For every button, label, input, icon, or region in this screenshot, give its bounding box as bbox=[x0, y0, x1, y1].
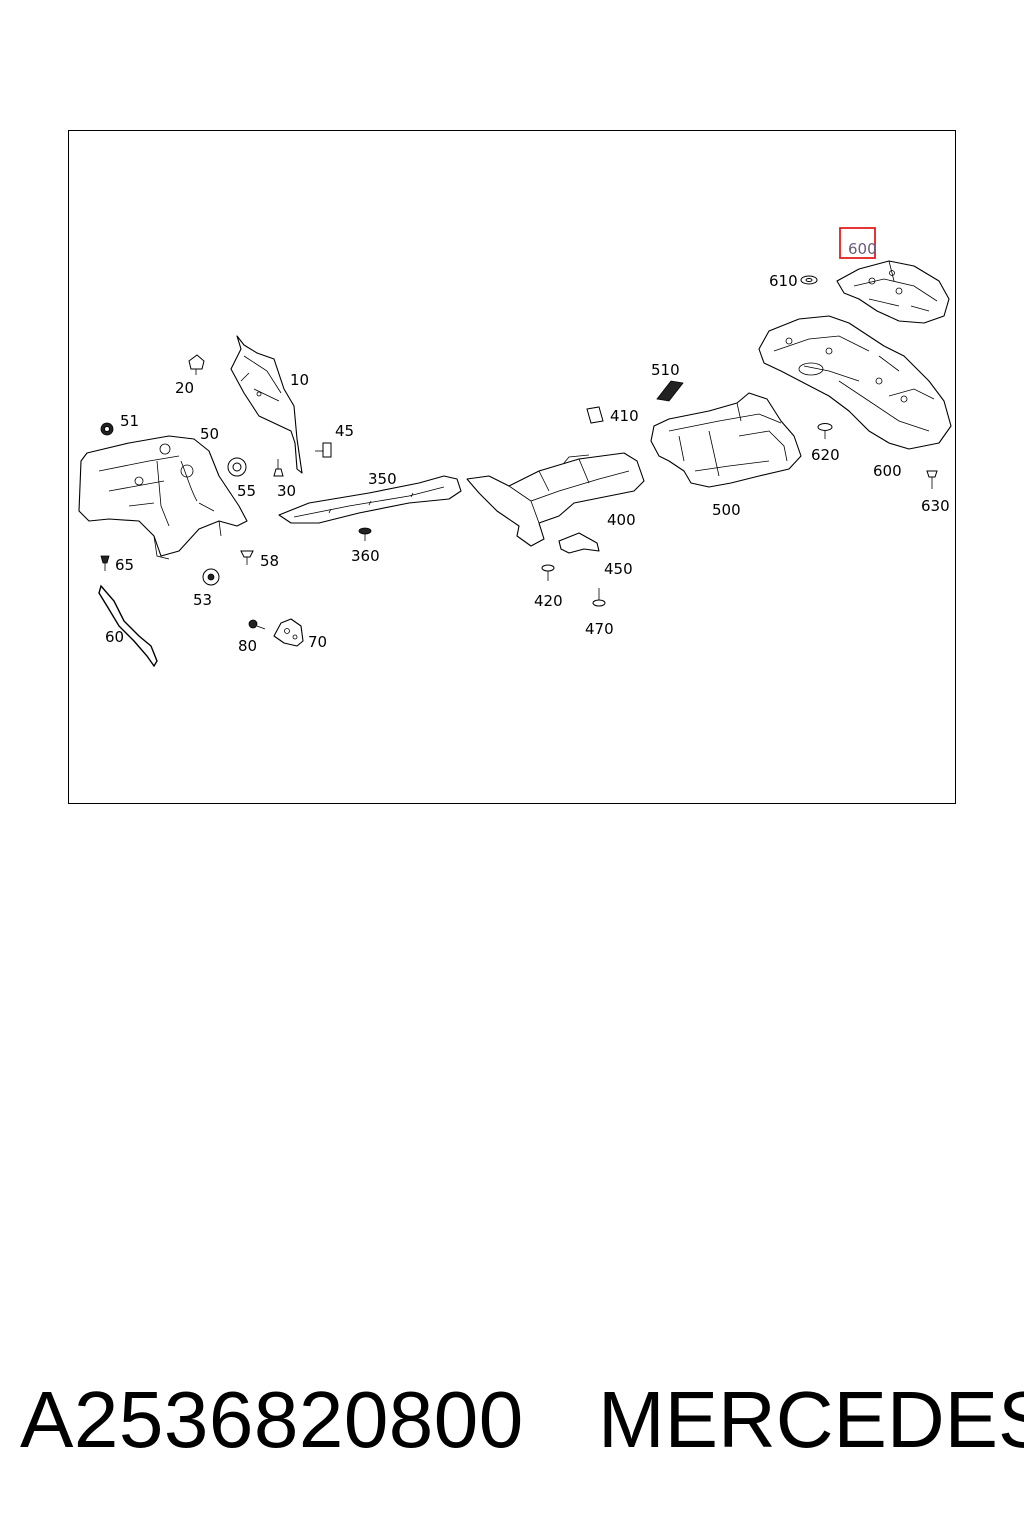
part-30-stud[interactable] bbox=[273, 459, 284, 477]
part-510-bracket[interactable] bbox=[656, 380, 684, 402]
callout-420: 420 bbox=[534, 592, 563, 610]
callout-500: 500 bbox=[712, 501, 741, 519]
parts-diagram-frame: 10 20 30 45 50 51 53 55 58 60 65 70 80 3… bbox=[68, 130, 956, 804]
callout-51: 51 bbox=[120, 412, 139, 430]
part-55-nut[interactable] bbox=[227, 457, 247, 477]
callout-620: 620 bbox=[811, 446, 840, 464]
callout-30: 30 bbox=[277, 482, 296, 500]
part-610-washer[interactable] bbox=[800, 275, 818, 285]
part-470-bolt[interactable] bbox=[592, 588, 606, 607]
callout-20: 20 bbox=[175, 379, 194, 397]
callout-50: 50 bbox=[200, 425, 219, 443]
callout-80: 80 bbox=[238, 637, 257, 655]
part-630-bolt[interactable] bbox=[926, 470, 938, 489]
part-45-bolt[interactable] bbox=[315, 442, 332, 458]
callout-10: 10 bbox=[290, 371, 309, 389]
part-10-heat-shield[interactable] bbox=[230, 335, 303, 474]
part-20-bolt[interactable] bbox=[188, 354, 205, 375]
callout-350: 350 bbox=[368, 470, 397, 488]
part-620-clip[interactable] bbox=[817, 423, 833, 440]
callout-410: 410 bbox=[610, 407, 639, 425]
callout-65: 65 bbox=[115, 556, 134, 574]
callout-70: 70 bbox=[308, 633, 327, 651]
brand-name: MERCEDES bbox=[598, 1375, 1024, 1464]
part-420-clip[interactable] bbox=[541, 564, 555, 581]
callout-450: 450 bbox=[604, 560, 633, 578]
exploded-parts-diagram: 10 20 30 45 50 51 53 55 58 60 65 70 80 3… bbox=[78, 227, 952, 668]
part-60-cable[interactable] bbox=[98, 584, 158, 668]
callout-58: 58 bbox=[260, 552, 279, 570]
callout-400: 400 bbox=[607, 511, 636, 529]
part-500-heat-shield[interactable] bbox=[650, 392, 802, 488]
callout-610: 610 bbox=[769, 272, 798, 290]
part-number: A2536820800 bbox=[20, 1375, 524, 1464]
callout-53: 53 bbox=[193, 591, 212, 609]
part-600-heat-shield[interactable] bbox=[758, 315, 952, 450]
part-80-bolt[interactable] bbox=[248, 619, 266, 630]
callout-600-highlighted[interactable]: 600 bbox=[848, 240, 877, 258]
callout-55: 55 bbox=[237, 482, 256, 500]
callout-470: 470 bbox=[585, 620, 614, 638]
part-350-heat-shield[interactable] bbox=[278, 475, 462, 524]
callout-630: 630 bbox=[921, 497, 950, 515]
callout-360: 360 bbox=[351, 547, 380, 565]
part-360-clip[interactable] bbox=[358, 527, 372, 541]
part-410-clip[interactable] bbox=[586, 406, 604, 424]
callout-600-highlight-box bbox=[839, 227, 876, 259]
part-400-heat-shield[interactable] bbox=[466, 452, 645, 547]
part-50-heat-shield[interactable] bbox=[78, 435, 248, 560]
part-58-clip[interactable] bbox=[240, 550, 254, 565]
callout-45: 45 bbox=[335, 422, 354, 440]
part-info-footer: A2536820800 MERCEDES bbox=[0, 1365, 1024, 1475]
part-450-bracket[interactable] bbox=[558, 532, 600, 554]
part-600-upper-heat-shield[interactable] bbox=[836, 260, 950, 324]
part-65-bolt[interactable] bbox=[100, 555, 110, 571]
part-51-nut[interactable] bbox=[100, 422, 114, 436]
callout-60: 60 bbox=[105, 628, 124, 646]
part-53-nut[interactable] bbox=[202, 568, 220, 586]
callout-510: 510 bbox=[651, 361, 680, 379]
callout-600: 600 bbox=[873, 462, 902, 480]
part-70-bracket[interactable] bbox=[273, 618, 304, 647]
